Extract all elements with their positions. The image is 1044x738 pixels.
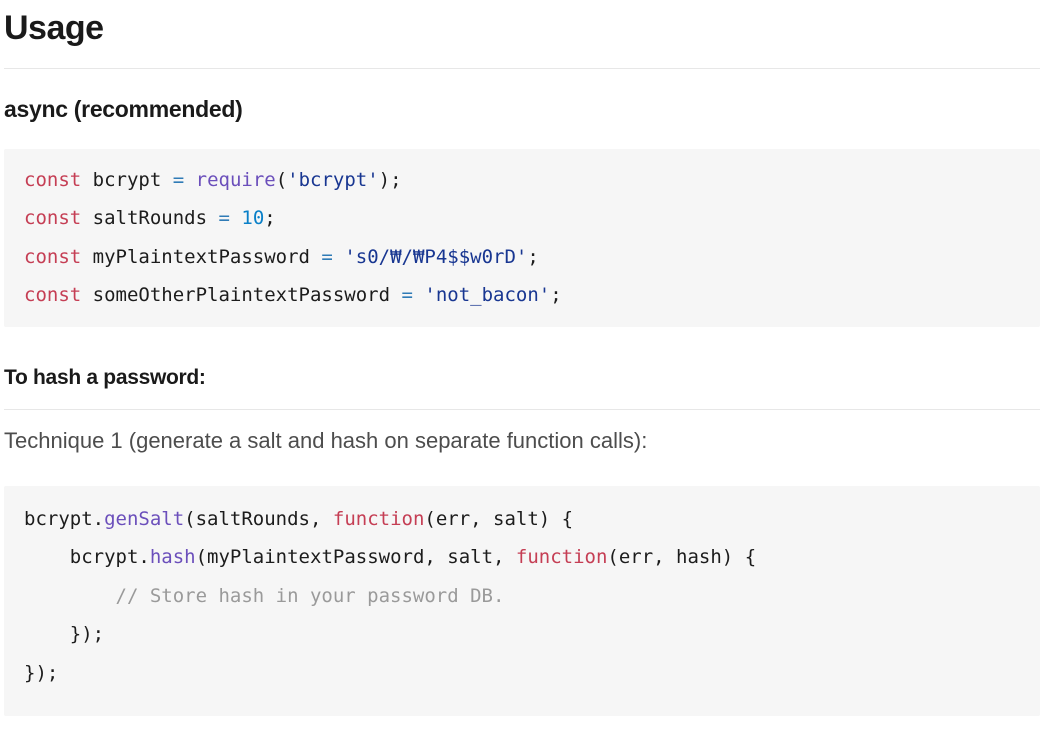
code-line: const myPlaintextPassword = 's0/₩/₩P4$$w… [24, 245, 539, 268]
code-line: const saltRounds = 10; [24, 207, 276, 230]
code-line: }); [24, 661, 59, 684]
code-line: }); [24, 623, 105, 646]
divider-under-title [4, 68, 1040, 70]
code-block-setup: const bcrypt = require('bcrypt'); const s… [4, 148, 1040, 327]
code-line: bcrypt.hash(myPlaintextPassword, salt, f… [24, 546, 757, 569]
code-line: // Store hash in your password DB. [24, 584, 505, 607]
code-line: bcrypt.genSalt(saltRounds, function(err,… [24, 507, 574, 530]
code-line: const someOtherPlaintextPassword = 'not_… [24, 284, 562, 307]
code-block-technique1: bcrypt.genSalt(saltRounds, function(err,… [4, 485, 1040, 717]
code-line: const bcrypt = require('bcrypt'); [24, 168, 402, 191]
divider-under-to-hash [4, 409, 1040, 411]
heading-async-recommended: async (recommended) [4, 96, 243, 123]
page-title: Usage [4, 9, 104, 47]
technique1-description: Technique 1 (generate a salt and hash on… [4, 428, 648, 454]
heading-to-hash-password: To hash a password: [4, 365, 206, 389]
